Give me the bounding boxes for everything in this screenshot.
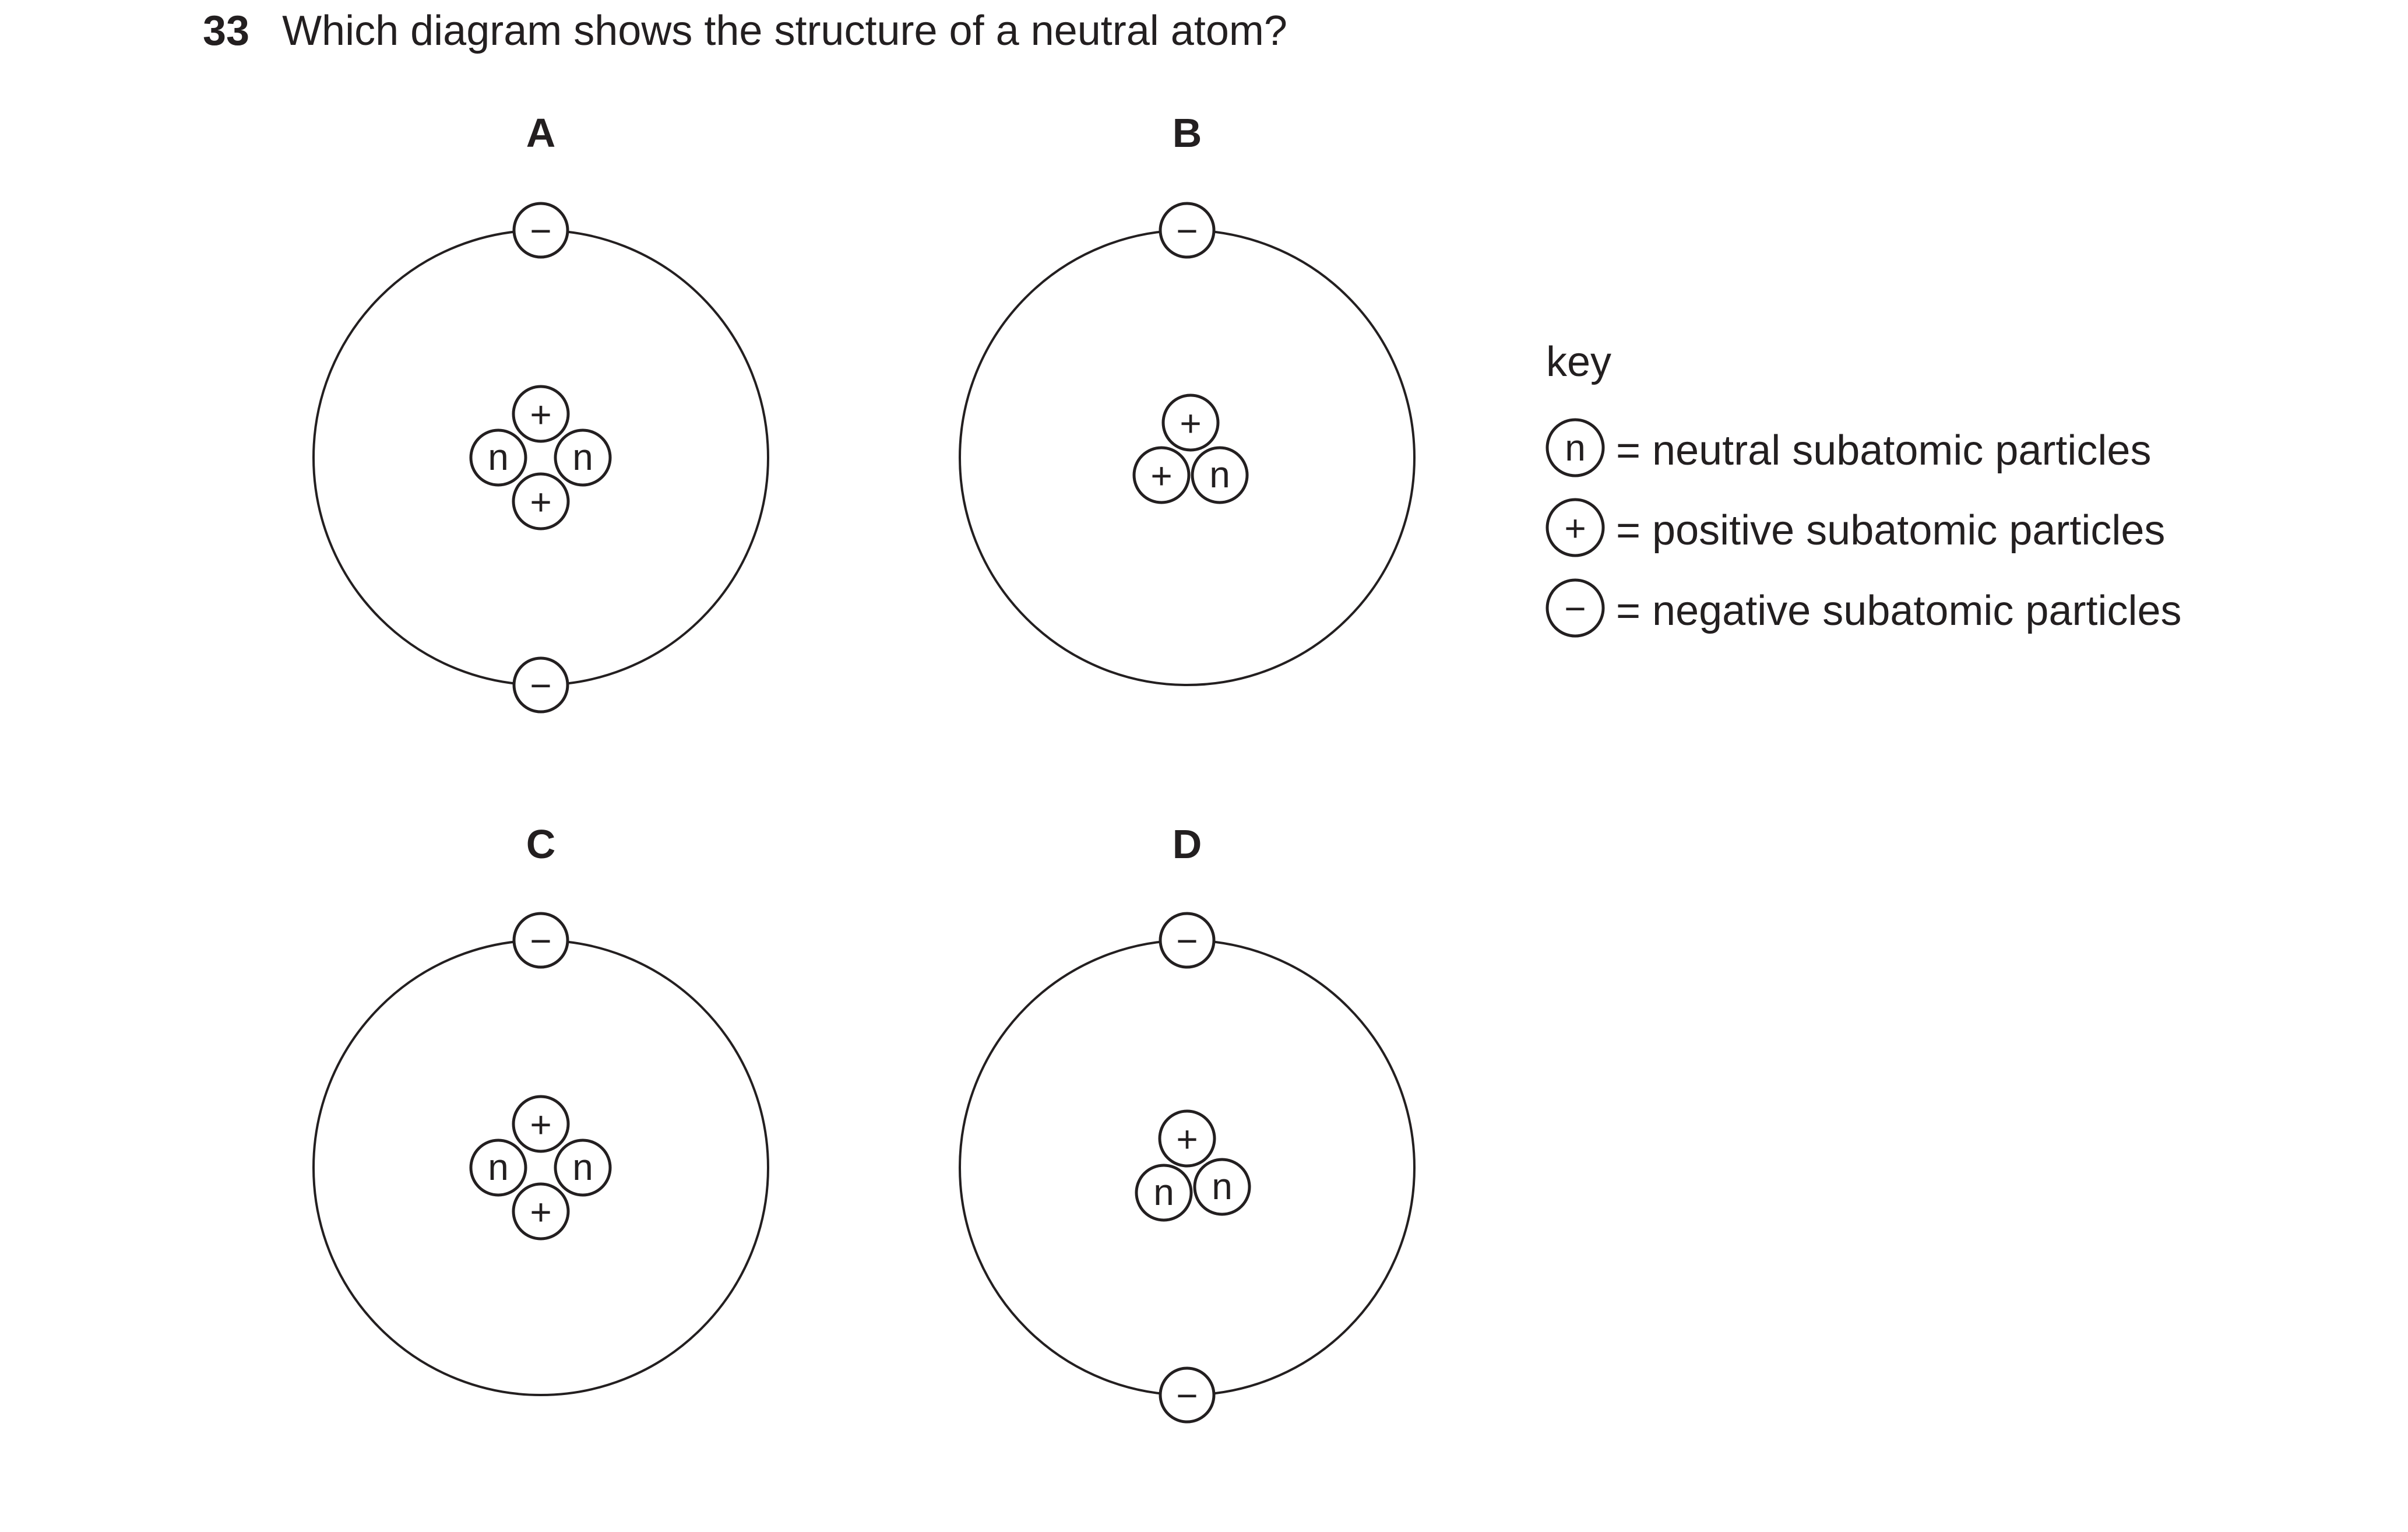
particle-proton: +: [1132, 446, 1191, 504]
svg-text:n: n: [1153, 1171, 1174, 1213]
electron-symbol-icon: −: [1546, 578, 1605, 638]
option-label-d: D: [1173, 821, 1202, 867]
option-b[interactable]: B − + + n: [959, 110, 1416, 686]
particle-proton: +: [512, 1095, 570, 1153]
key-item-label: = negative subatomic particles: [1616, 588, 2182, 634]
particle-neutron: n: [1191, 446, 1249, 504]
svg-text:−: −: [1564, 588, 1586, 630]
svg-text:n: n: [572, 1146, 593, 1188]
svg-text:−: −: [1176, 1375, 1198, 1417]
svg-text:n: n: [1565, 427, 1586, 469]
orbit-shell: [312, 229, 769, 686]
svg-text:n: n: [1209, 454, 1230, 496]
svg-text:+: +: [530, 481, 551, 523]
particle-proton: +: [1158, 1109, 1216, 1168]
option-a[interactable]: A − − + n n +: [312, 110, 769, 714]
key-item-neutral: n = neutral subatomic particles: [1546, 418, 2151, 477]
nucleus: + n n +: [469, 1095, 612, 1241]
option-label-c: C: [526, 821, 556, 867]
svg-text:+: +: [1176, 1118, 1198, 1160]
key-item-label: = neutral subatomic particles: [1616, 427, 2151, 474]
nucleus: + n n: [1135, 1109, 1251, 1222]
question-number: 33: [203, 8, 250, 54]
svg-text:+: +: [530, 1191, 551, 1233]
orbit-shell: [959, 939, 1416, 1396]
question-text: Which diagram shows the structure of a n…: [282, 8, 1287, 54]
svg-text:−: −: [1176, 210, 1198, 252]
orbit-shell: [959, 229, 1416, 686]
option-label-a: A: [526, 110, 556, 156]
svg-text:−: −: [530, 920, 551, 962]
option-d[interactable]: D − − + n n: [959, 821, 1416, 1424]
key-title: key: [1546, 339, 1611, 385]
key-item-negative: − = negative subatomic particles: [1546, 578, 2182, 638]
particle-proton: +: [512, 472, 570, 530]
proton-symbol-icon: +: [1546, 498, 1605, 557]
question: 33 Which diagram shows the structure of a…: [203, 5, 1287, 57]
svg-text:+: +: [1180, 402, 1201, 444]
svg-text:−: −: [530, 210, 551, 252]
particle-electron: −: [512, 656, 569, 714]
particle-neutron: n: [1193, 1158, 1251, 1216]
svg-text:n: n: [572, 436, 593, 478]
svg-text:n: n: [1212, 1165, 1233, 1207]
particle-proton: +: [512, 385, 570, 443]
particle-electron: −: [512, 912, 569, 969]
particle-neutron: n: [469, 1139, 527, 1197]
svg-text:−: −: [1176, 920, 1198, 962]
particle-proton: +: [1161, 393, 1220, 452]
svg-text:+: +: [1150, 455, 1172, 497]
particle-neutron: n: [554, 1139, 612, 1197]
option-label-b: B: [1173, 110, 1202, 156]
svg-text:−: −: [530, 665, 551, 707]
particle-neutron: n: [1135, 1164, 1193, 1222]
particle-neutron: n: [554, 428, 612, 487]
particle-electron: −: [512, 202, 569, 259]
nucleus: + n n +: [469, 385, 612, 530]
orbit-shell: [312, 939, 769, 1396]
particle-electron: −: [1159, 1366, 1216, 1424]
particle-electron: −: [1159, 202, 1216, 259]
option-c[interactable]: C − + n n +: [312, 821, 769, 1396]
svg-text:+: +: [1564, 507, 1586, 549]
particle-electron: −: [1159, 912, 1216, 969]
key-item-positive: + = positive subatomic particles: [1546, 498, 2165, 557]
particle-proton: +: [512, 1182, 570, 1241]
neutron-symbol-icon: n: [1546, 418, 1605, 477]
svg-text:n: n: [488, 436, 509, 478]
nucleus: + + n: [1132, 393, 1249, 504]
svg-text:+: +: [530, 1104, 551, 1146]
svg-text:+: +: [530, 393, 551, 435]
svg-text:n: n: [488, 1146, 509, 1188]
key-item-label: = positive subatomic particles: [1616, 507, 2165, 554]
particle-neutron: n: [469, 428, 527, 487]
key: key n = neutral subatomic particles + = …: [1546, 339, 2182, 638]
